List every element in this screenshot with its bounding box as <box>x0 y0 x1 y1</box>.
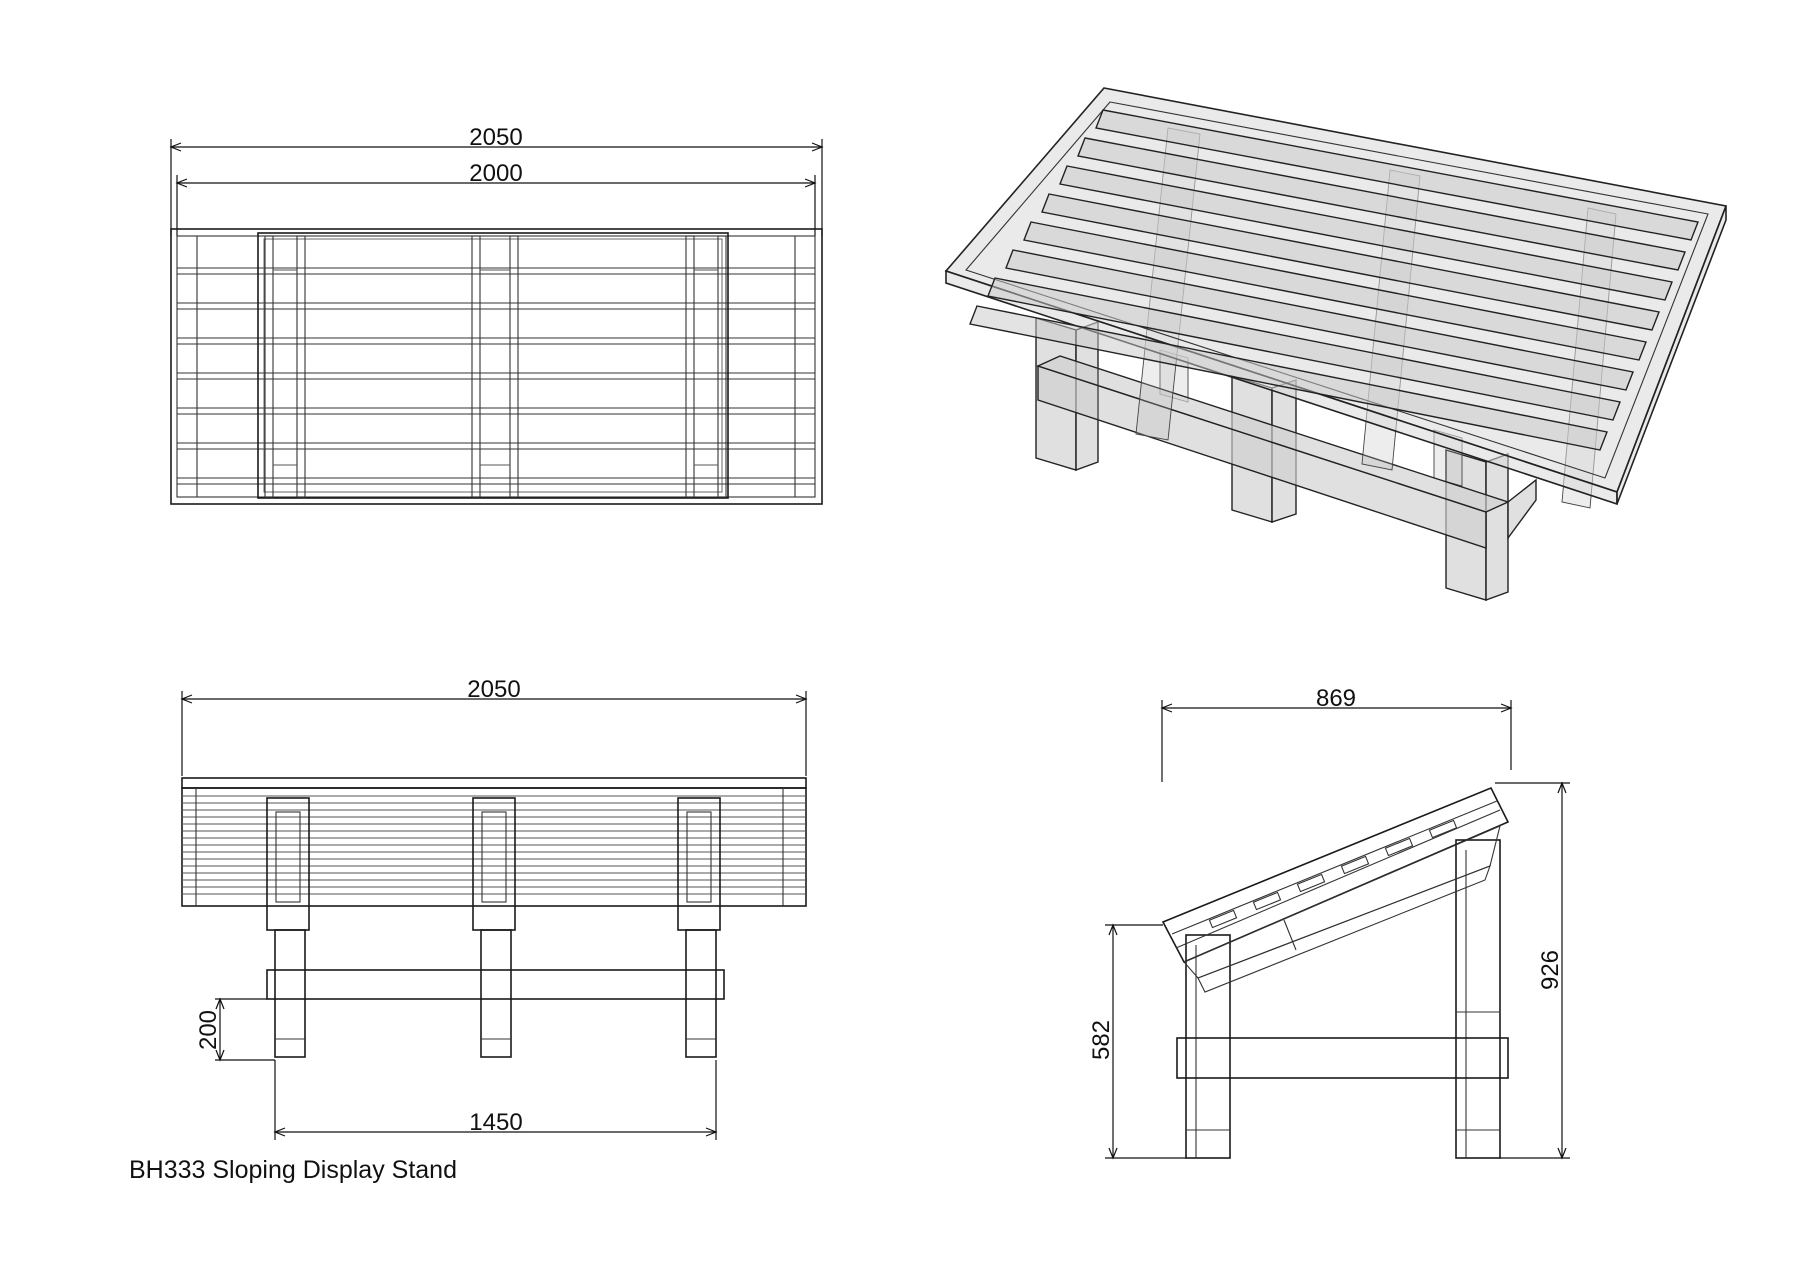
side-dimension-back-height: 926 <box>1495 781 1570 1160</box>
iso-slats <box>969 109 1699 451</box>
side-front-height-label: 582 <box>1088 1020 1115 1060</box>
side-depth-label: 869 <box>1316 685 1356 712</box>
side-sloping-top <box>1161 786 1510 993</box>
drawing-title: BH333 Sloping Display Stand <box>129 1156 457 1184</box>
plan-dimension-frame: 2000 <box>175 160 817 236</box>
front-slat-lines <box>182 788 806 906</box>
plan-dimension-overall: 2050 <box>169 124 824 236</box>
plan-slats <box>177 267 815 485</box>
front-rail <box>266 969 725 1000</box>
isometric-view <box>944 87 1728 601</box>
front-rail-height-label: 200 <box>195 1010 222 1050</box>
side-view: 869 <box>1088 685 1570 1160</box>
front-view: 2050 <box>180 676 808 1140</box>
plan-outer-frame <box>170 228 823 505</box>
side-rail <box>1176 1037 1509 1079</box>
plan-view: 2050 2000 <box>169 124 824 505</box>
front-legs <box>266 797 721 1058</box>
front-dimension-overall: 2050 <box>180 676 808 776</box>
side-dimension-front-height: 582 <box>1088 923 1186 1160</box>
front-dimension-leg-span: 1450 <box>273 1060 718 1140</box>
plan-supports <box>264 235 727 498</box>
plan-overall-length-label: 2050 <box>469 124 522 151</box>
front-overall-length-label: 2050 <box>467 676 520 703</box>
side-dimension-depth: 869 <box>1160 685 1513 782</box>
front-leg-span-label: 1450 <box>469 1109 522 1136</box>
plan-frame-length-label: 2000 <box>469 160 522 187</box>
iso-rail <box>1036 352 1537 549</box>
front-dimension-rail-height: 200 <box>195 997 275 1062</box>
side-back-height-label: 926 <box>1537 950 1564 990</box>
